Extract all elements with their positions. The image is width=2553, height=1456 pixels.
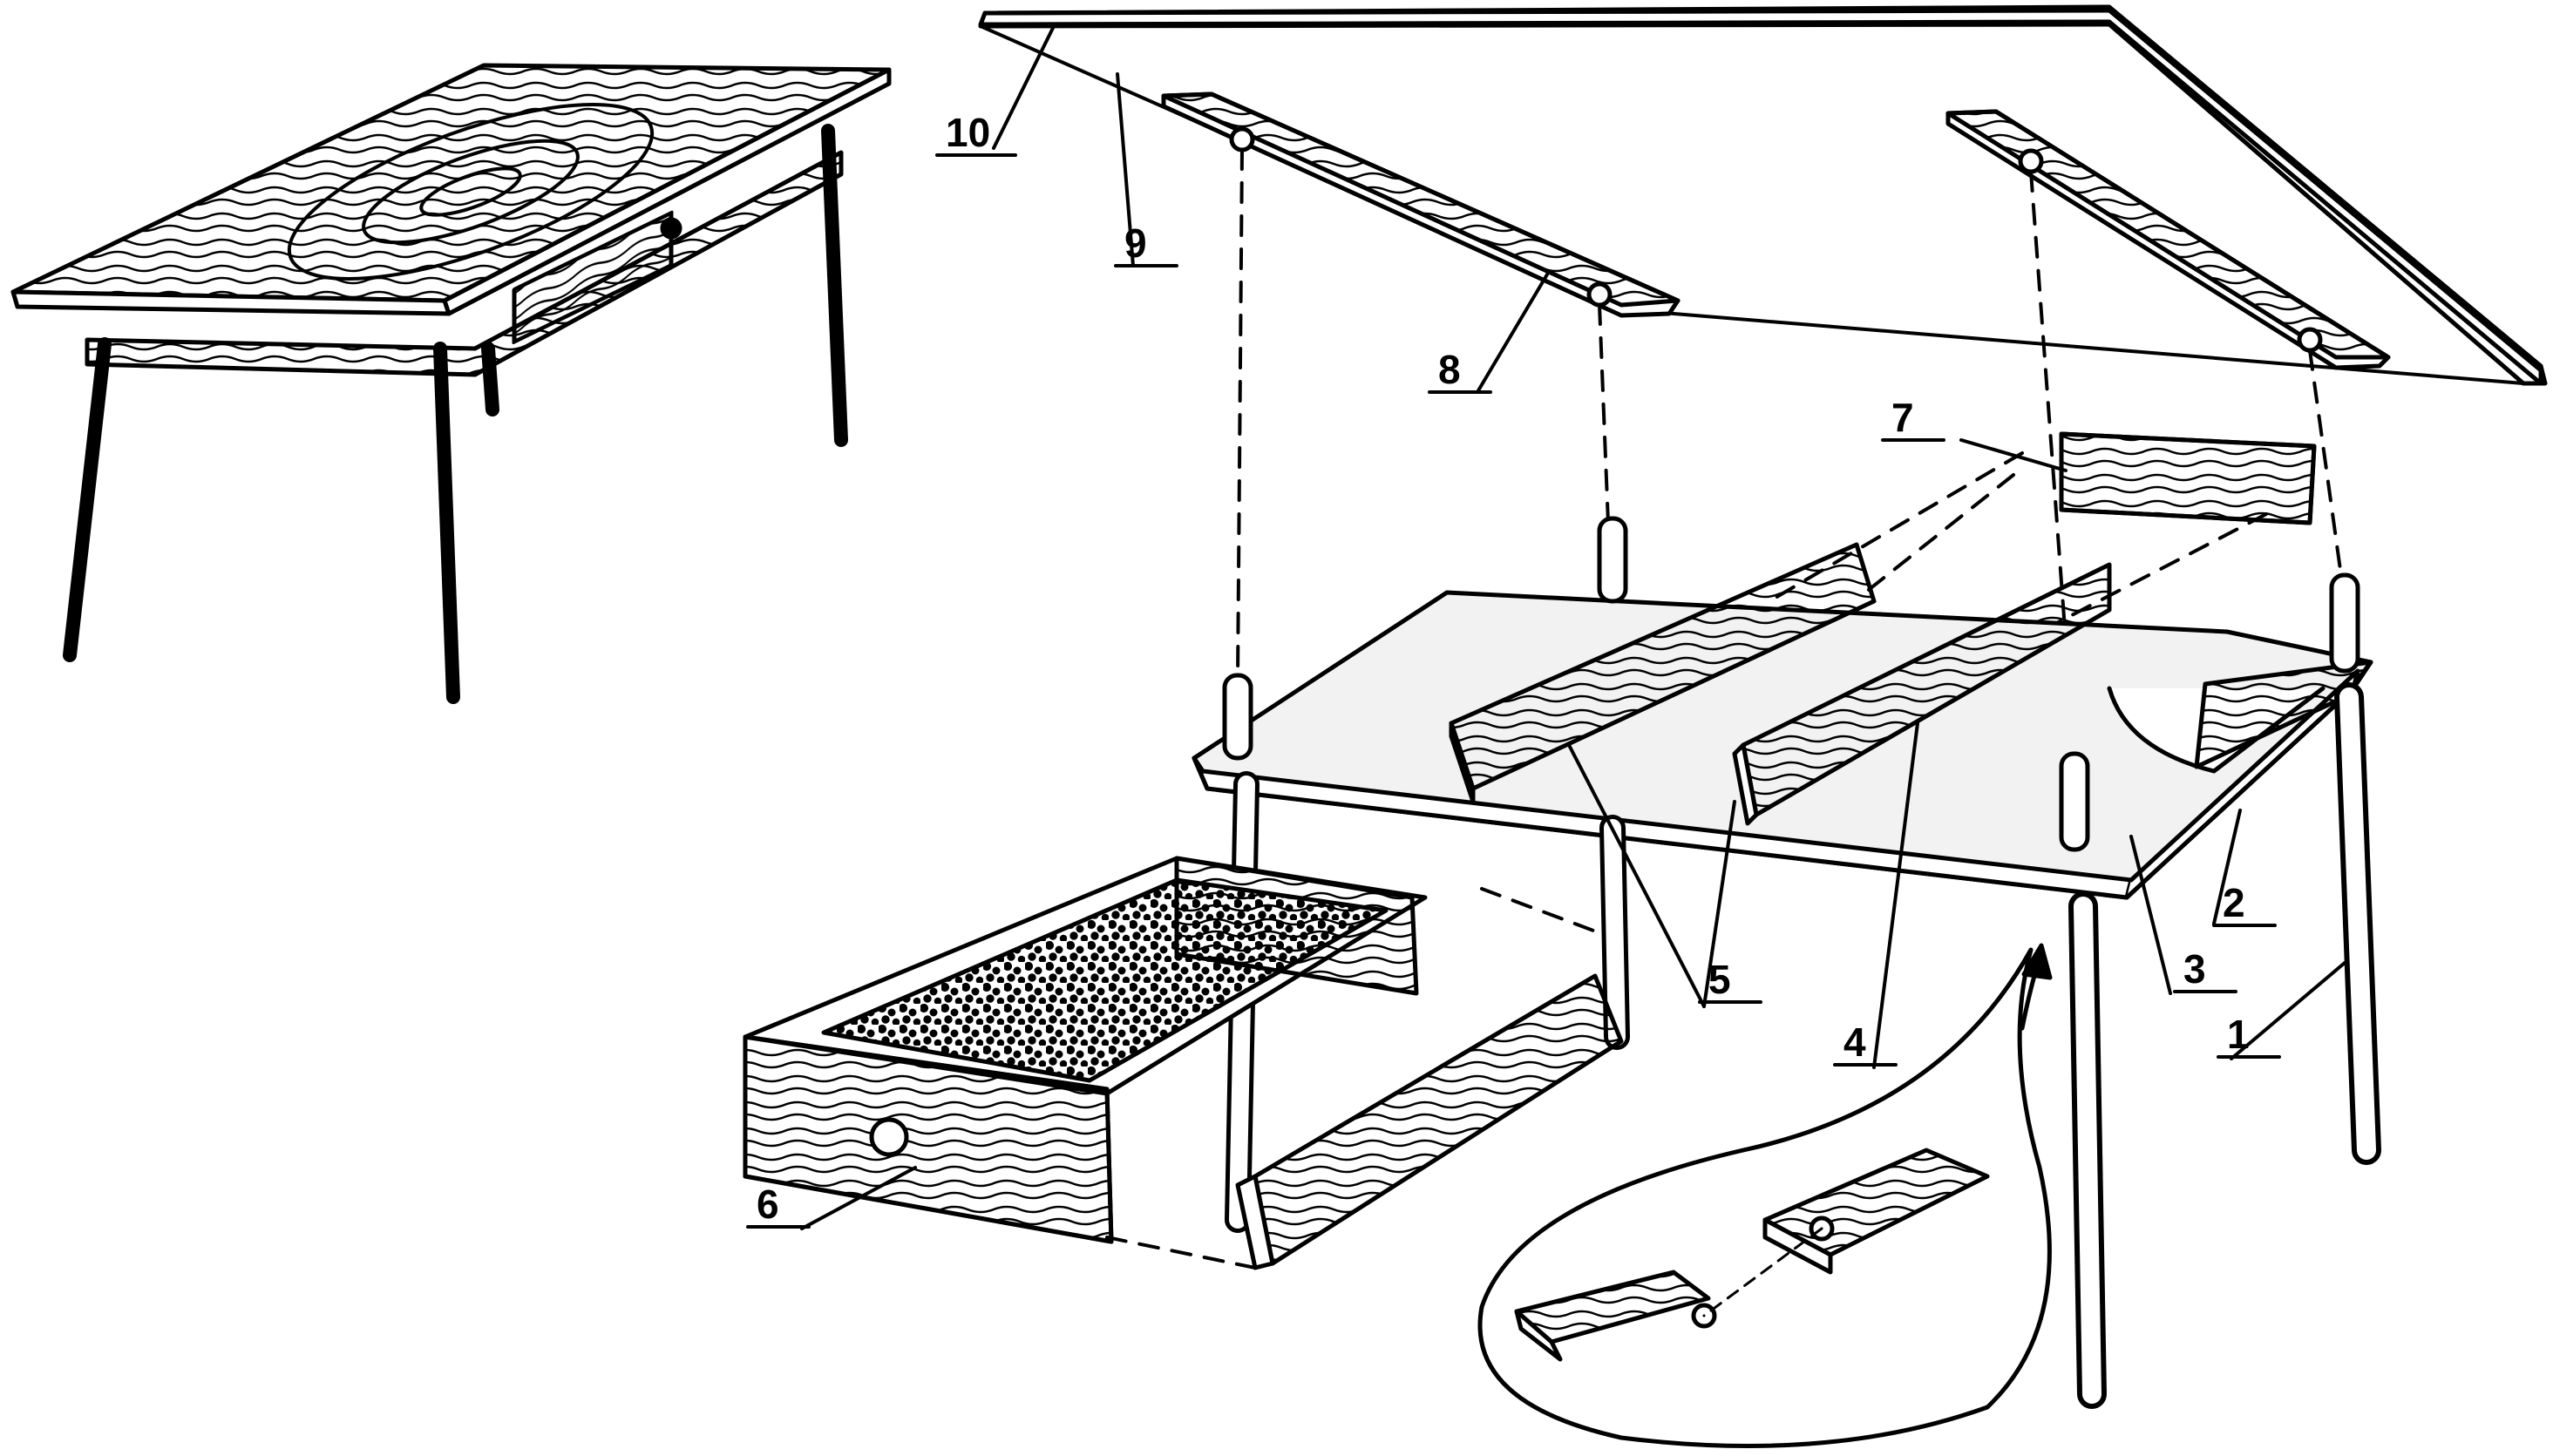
drawer-guide-right xyxy=(1732,562,2112,826)
assembled-table xyxy=(10,63,892,704)
assembled-leg xyxy=(481,342,499,416)
part-label-frame-rail: 2 xyxy=(2212,880,2277,927)
back-panel-part xyxy=(2059,431,2317,525)
part-label-text: 6 xyxy=(757,1182,779,1227)
part-label-back-panel: 7 xyxy=(1881,395,1945,442)
part-label-text: 9 xyxy=(1124,220,1147,266)
part-label-leg: 1 xyxy=(2217,1012,2281,1059)
part-label-text: 3 xyxy=(2183,946,2206,992)
part-label-table-top: 10 xyxy=(935,110,1017,157)
assembled-leg xyxy=(433,342,460,704)
joint-detail-callout xyxy=(1477,947,2052,1448)
drawer-part xyxy=(743,856,1624,1270)
part-label-table-top-underside: 9 xyxy=(1114,220,1178,267)
top-cleat-right xyxy=(1945,109,2391,370)
part-label-drawer: 6 xyxy=(746,1182,811,1229)
assembled-leg xyxy=(821,124,848,447)
frame-dowels xyxy=(1222,516,2360,852)
part-label-text: 4 xyxy=(1843,1019,1866,1065)
legs xyxy=(1225,682,2381,1409)
part-label-drawer-guides: 5 xyxy=(1698,957,1762,1004)
part-label-text: 1 xyxy=(2227,1012,2250,1057)
part-label-text: 2 xyxy=(2223,880,2245,925)
table-top-part xyxy=(978,4,2548,386)
leader-lines xyxy=(800,23,2346,1230)
assembled-drawer-knob xyxy=(660,217,682,240)
assembled-leg xyxy=(63,337,112,662)
detail-pointer-arrowhead xyxy=(2021,943,2053,980)
part-label-lower-shelf: 3 xyxy=(2173,946,2237,993)
drawer-knob xyxy=(869,1117,909,1157)
part-label-top-cleat: 8 xyxy=(1428,347,1492,394)
top-cleat-left xyxy=(1161,91,1680,318)
assembled-table-frame xyxy=(85,150,844,377)
part-label-text: 8 xyxy=(1438,347,1461,392)
drawer-guide-left xyxy=(1449,542,1877,804)
part-label-drawer-runner: 4 xyxy=(1833,1019,1898,1067)
part-label-text: 7 xyxy=(1891,395,1914,440)
part-label-text: 5 xyxy=(1708,957,1731,1002)
part-label-text: 10 xyxy=(946,110,990,155)
